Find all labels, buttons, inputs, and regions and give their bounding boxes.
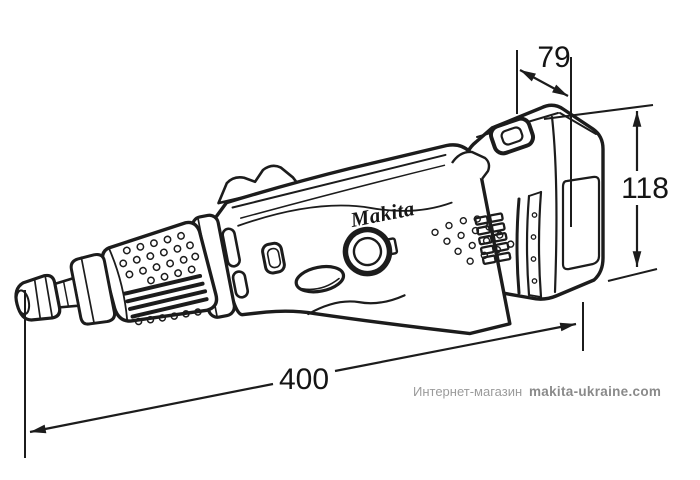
watermark: Интернет-магазин makita-ukraine.com (413, 384, 661, 399)
grip-dots (119, 231, 200, 285)
dimension-79: 79 (516, 41, 572, 227)
belt-clip-ring (261, 241, 286, 275)
housing-grip-curve (307, 294, 406, 316)
dimension-line (519, 69, 569, 97)
housing-ridge-line (231, 153, 447, 209)
rear-hanger-loop (451, 150, 491, 180)
motor-housing: Makita (213, 143, 515, 336)
vent-oval (294, 264, 346, 294)
dimension-line (334, 322, 577, 373)
extension-line (543, 104, 654, 120)
barrel-cap-arc (108, 247, 129, 322)
housing-vent-slot-lower (231, 270, 250, 299)
battery-rail (515, 190, 543, 299)
grip-ribs (123, 273, 209, 319)
dimension-118: 118 (543, 104, 669, 282)
housing-vent-slot-upper (221, 227, 241, 268)
collet-nut (14, 273, 62, 322)
battery-release-button (488, 116, 536, 156)
grip-edge-scallops (134, 308, 202, 326)
barrel-grip (100, 220, 219, 326)
watermark-site-label: makita-ukraine.com (529, 384, 661, 399)
dimension-label: 118 (621, 172, 669, 205)
battery-front-edge (550, 115, 558, 294)
rear-vent-grid (474, 212, 512, 265)
tool-illustration: Makita (14, 143, 515, 336)
dimension-label: 79 (537, 41, 570, 74)
nose-housing (69, 253, 117, 326)
dimension-400: 400 (24, 290, 584, 458)
extension-line (607, 268, 658, 282)
housing-face-curve (237, 201, 453, 227)
belt-clip-ring-inner (266, 247, 282, 269)
hanger-clip (217, 164, 300, 205)
collet-sleeve (53, 276, 80, 309)
dimension-label: 400 (279, 363, 329, 396)
dimension-line (29, 382, 274, 434)
battery-label-panel (561, 175, 601, 271)
housing-ridge-line2 (239, 164, 446, 219)
watermark-store-label: Интернет-магазин (413, 384, 522, 399)
speed-dial (342, 226, 399, 277)
